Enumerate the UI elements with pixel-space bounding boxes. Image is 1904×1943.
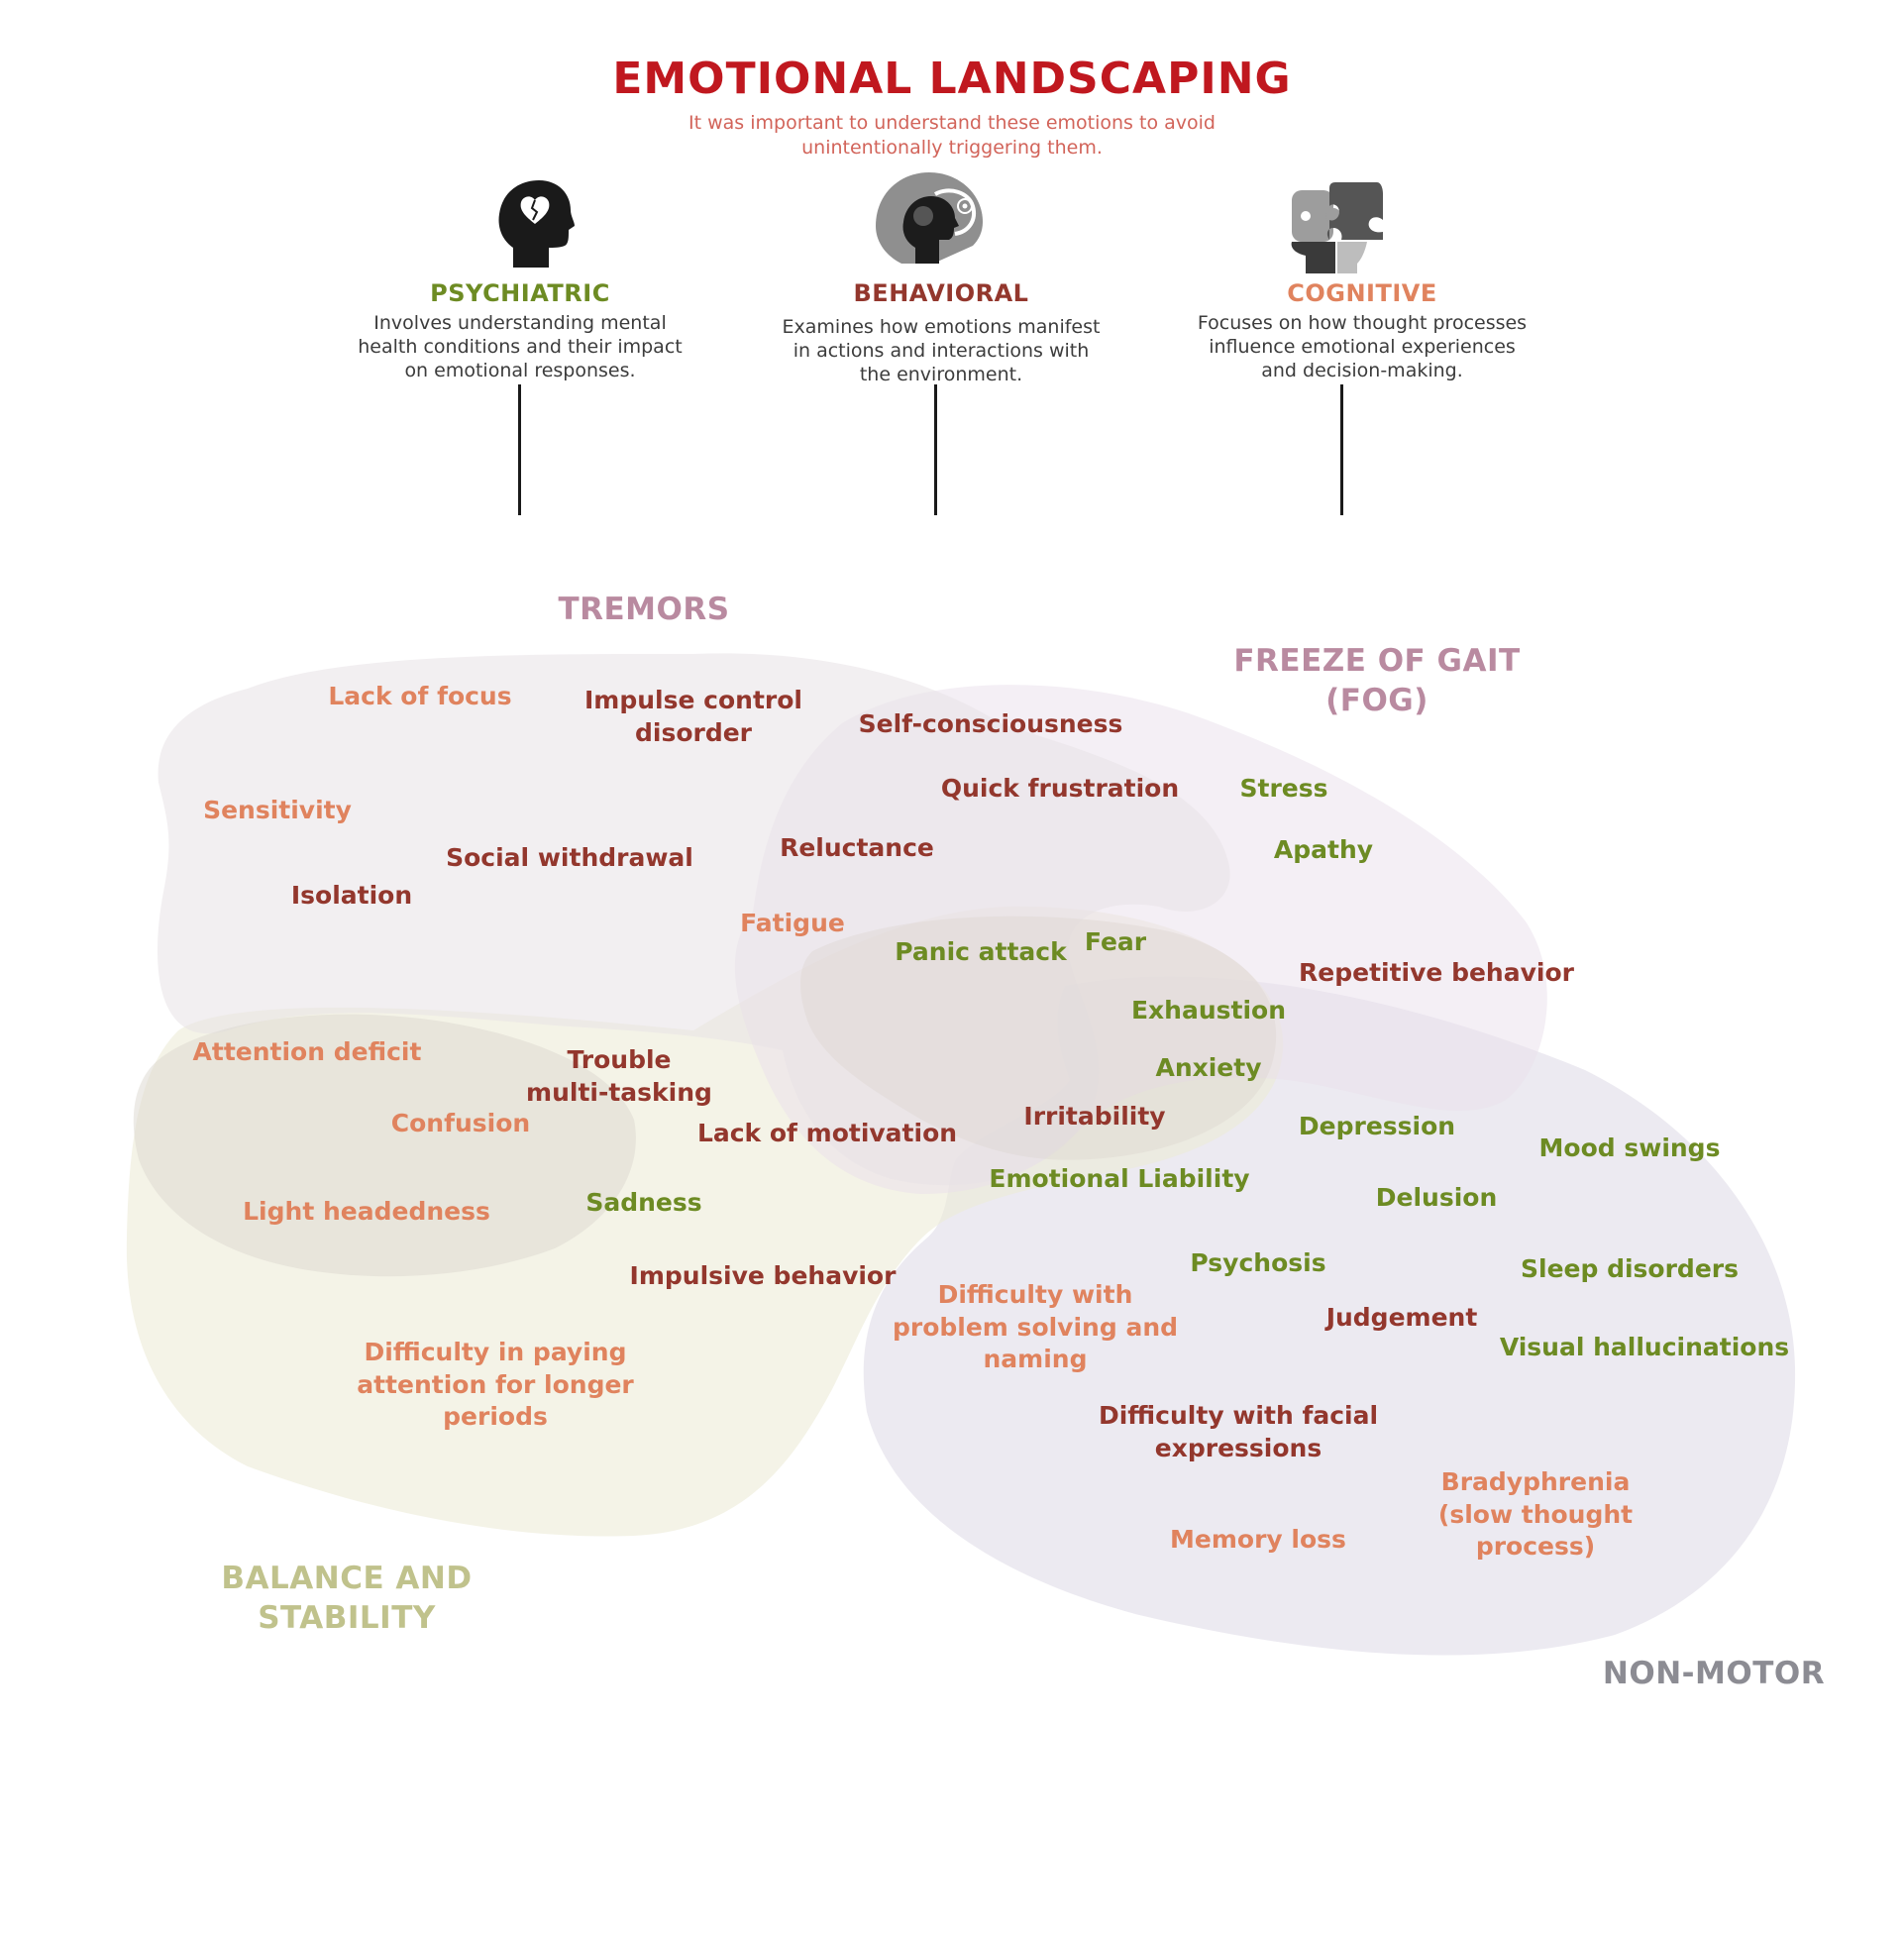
emotion-impulsive-behavior: Impulsive behavior	[629, 1261, 897, 1290]
desc-line: in actions and interactions with	[793, 340, 1090, 363]
emotion-bradyphrenia: Bradyphrenia (slow thought process)	[1417, 1466, 1654, 1564]
desc-line: and decision-making.	[1261, 360, 1463, 382]
emotion-reluctance: Reluctance	[780, 833, 934, 862]
emotion-line: Trouble	[567, 1045, 672, 1074]
emotion-depression: Depression	[1298, 1112, 1456, 1140]
emotion-exhaustion: Exhaustion	[1130, 996, 1287, 1025]
emotion-impulse-control-disorder: Impulse control disorder	[565, 685, 822, 749]
region-label-fog: FREEZE OF GAIT (FOG)	[1169, 642, 1585, 720]
connector-line-cognitive	[1340, 384, 1343, 515]
region-label-line: FREEZE OF GAIT	[1233, 643, 1521, 679]
emotion-memory-loss: Memory loss	[1170, 1525, 1346, 1554]
emotion-judgement: Judgement	[1325, 1303, 1478, 1332]
desc-line: Examines how emotions manifest	[782, 316, 1101, 338]
emotion-line: problem solving and	[892, 1312, 1179, 1342]
emotion-line: attention for longer	[357, 1369, 634, 1399]
tremors-lobe	[133, 1014, 636, 1277]
broken-heart-head-icon	[498, 180, 575, 268]
emotion-line: Difficulty with	[937, 1280, 1133, 1309]
emotion-emotional-liability: Emotional Liability	[989, 1164, 1250, 1193]
region-label-line: STABILITY	[258, 1599, 436, 1636]
category-desc-behavioral: Examines how emotions manifest in action…	[738, 315, 1144, 386]
emotion-social-withdrawal: Social withdrawal	[446, 843, 693, 872]
emotion-paying-attention: Difficulty in paying attention for longe…	[342, 1337, 649, 1434]
emotion-problem-solving: Difficulty with problem solving and nami…	[892, 1279, 1179, 1376]
region-label-tremors: TREMORS	[558, 592, 730, 627]
category-desc-cognitive: Focuses on how thought processes influen…	[1159, 311, 1565, 382]
category-title-behavioral: BEHAVIORAL	[853, 279, 1029, 307]
page-subtitle: It was important to understand these emo…	[0, 111, 1904, 160]
emotion-line: multi-tasking	[526, 1077, 712, 1107]
region-label-nonmotor: NON-MOTOR	[1602, 1656, 1826, 1691]
desc-line: health conditions and their impact	[358, 336, 683, 359]
emotion-lack-of-focus: Lack of focus	[328, 682, 512, 710]
subtitle-line: It was important to understand these emo…	[688, 112, 1216, 134]
brain-profile-icon	[876, 172, 983, 264]
emotion-facial-expressions: Difficulty with facial expressions	[1090, 1400, 1387, 1464]
emotion-visual-hallucinations: Visual hallucinations	[1499, 1333, 1790, 1361]
emotion-self-consciousness: Self-consciousness	[858, 709, 1123, 738]
emotion-line: Difficulty with facial	[1098, 1401, 1379, 1430]
connector-line-psychiatric	[518, 384, 521, 515]
emotion-line: Bradyphrenia	[1440, 1467, 1631, 1496]
emotion-psychosis: Psychosis	[1190, 1248, 1326, 1277]
emotion-attention-deficit: Attention deficit	[192, 1037, 422, 1066]
desc-line: Involves understanding mental	[373, 312, 667, 334]
emotion-isolation: Isolation	[290, 881, 413, 910]
emotion-panic-attack: Panic attack	[895, 937, 1067, 966]
emotion-delusion: Delusion	[1375, 1183, 1498, 1212]
emotion-repetitive-behavior: Repetitive behavior	[1299, 958, 1574, 987]
emotion-line: disorder	[634, 717, 753, 747]
emotion-sensitivity: Sensitivity	[203, 796, 352, 824]
emotion-line: Impulse control	[584, 686, 802, 714]
tremors-region	[157, 653, 1230, 1186]
emotion-trouble-multitasking: Trouble multi-tasking	[505, 1044, 733, 1109]
emotion-line: (slow thought	[1437, 1499, 1634, 1529]
region-label-line: (FOG)	[1325, 682, 1428, 718]
emotion-light-headedness: Light headedness	[243, 1197, 490, 1226]
desc-line: the environment.	[859, 364, 1023, 386]
category-title-cognitive: COGNITIVE	[1287, 279, 1437, 307]
category-title-psychiatric: PSYCHIATRIC	[430, 279, 610, 307]
emotion-fear: Fear	[1084, 927, 1147, 956]
page-title: EMOTIONAL LANDSCAPING	[612, 54, 1292, 104]
emotion-lack-of-motivation: Lack of motivation	[696, 1119, 958, 1147]
emotion-irritability: Irritability	[1023, 1102, 1166, 1131]
emotion-line: Difficulty in paying	[364, 1338, 627, 1366]
subtitle-line: unintentionally triggering them.	[801, 136, 1103, 159]
emotion-line: naming	[983, 1345, 1088, 1373]
category-desc-psychiatric: Involves understanding mental health con…	[317, 311, 723, 382]
region-label-balance: BALANCE AND STABILITY	[178, 1560, 515, 1638]
desc-line: influence emotional experiences	[1209, 336, 1516, 359]
emotion-sadness: Sadness	[585, 1188, 702, 1217]
emotion-sleep-disorders: Sleep disorders	[1521, 1254, 1739, 1283]
emotion-fatigue: Fatigue	[740, 909, 845, 937]
central-overlap	[800, 916, 1277, 1160]
emotion-confusion: Confusion	[390, 1109, 531, 1137]
desc-line: Focuses on how thought processes	[1197, 312, 1528, 334]
puzzle-heads-icon	[1291, 182, 1383, 273]
region-label-line: BALANCE AND	[221, 1561, 473, 1596]
emotion-quick-frustration: Quick frustration	[940, 774, 1180, 803]
emotion-line: process)	[1475, 1532, 1596, 1561]
emotion-line: periods	[443, 1402, 548, 1431]
emotion-mood-swings: Mood swings	[1538, 1133, 1721, 1162]
emotion-apathy: Apathy	[1273, 835, 1374, 864]
connector-line-behavioral	[934, 384, 937, 515]
emotion-stress: Stress	[1239, 774, 1328, 803]
emotion-line: expressions	[1154, 1433, 1322, 1462]
desc-line: on emotional responses.	[404, 360, 636, 382]
emotion-anxiety: Anxiety	[1155, 1053, 1262, 1082]
